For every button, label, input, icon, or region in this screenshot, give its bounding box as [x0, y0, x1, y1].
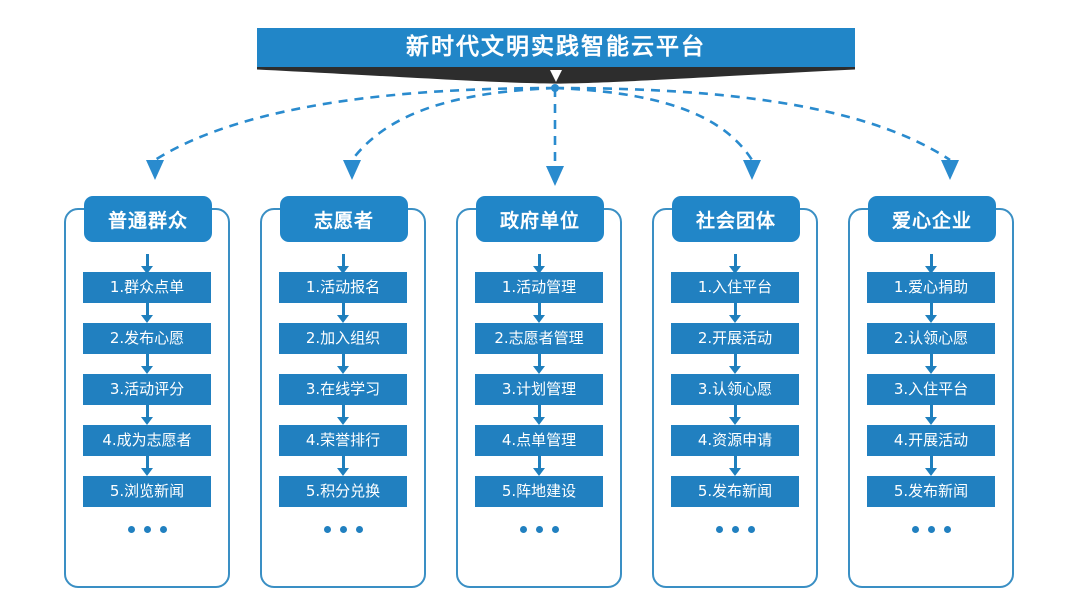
column-social-group: 社会团体 1.入住平台 2.开展活动 3.认领心愿 4.资源申请 5.发布新闻 [652, 196, 820, 596]
arrow-down-icon [336, 405, 350, 425]
arrow-down-icon [532, 405, 546, 425]
ellipsis-dots-icon [911, 526, 951, 533]
arrow-down-icon [140, 254, 154, 274]
arrow-down-icon [336, 456, 350, 476]
column-steps-social-group: 1.入住平台 2.开展活动 3.认领心愿 4.资源申请 5.发布新闻 [652, 254, 818, 533]
arrow-down-icon [924, 456, 938, 476]
column-steps-enterprise: 1.爱心捐助 2.认领心愿 3.入住平台 4.开展活动 5.发布新闻 [848, 254, 1014, 533]
arrow-down-icon [140, 456, 154, 476]
ellipsis-dots-icon [323, 526, 363, 533]
arrow-down-icon [728, 254, 742, 274]
arrow-down-icon [924, 405, 938, 425]
step-item[interactable]: 1.爱心捐助 [867, 272, 995, 303]
arrow-down-icon [336, 354, 350, 374]
column-steps-government: 1.活动管理 2.志愿者管理 3.计划管理 4.点单管理 5.阵地建设 [456, 254, 622, 533]
column-header-social-group[interactable]: 社会团体 [672, 196, 800, 242]
step-item[interactable]: 1.活动报名 [279, 272, 407, 303]
step-item[interactable]: 1.群众点单 [83, 272, 211, 303]
step-item[interactable]: 2.志愿者管理 [475, 323, 603, 354]
step-item[interactable]: 4.资源申请 [671, 425, 799, 456]
step-item[interactable]: 5.积分兑换 [279, 476, 407, 507]
column-government: 政府单位 1.活动管理 2.志愿者管理 3.计划管理 4.点单管理 5.阵地建设 [456, 196, 624, 596]
column-header-public[interactable]: 普通群众 [84, 196, 212, 242]
step-item[interactable]: 5.发布新闻 [671, 476, 799, 507]
arrow-down-icon [532, 254, 546, 274]
step-item[interactable]: 3.认领心愿 [671, 374, 799, 405]
step-item[interactable]: 4.开展活动 [867, 425, 995, 456]
ellipsis-dots-icon [519, 526, 559, 533]
step-item[interactable]: 1.入住平台 [671, 272, 799, 303]
arrow-down-icon [532, 354, 546, 374]
column-public: 普通群众 1.群众点单 2.发布心愿 3.活动评分 4.成为志愿者 5.浏览新闻 [64, 196, 232, 596]
arrow-down-icon [140, 405, 154, 425]
arrow-down-icon [924, 254, 938, 274]
column-header-enterprise[interactable]: 爱心企业 [868, 196, 996, 242]
column-header-government[interactable]: 政府单位 [476, 196, 604, 242]
arrow-down-icon [140, 354, 154, 374]
arrow-down-icon [336, 303, 350, 323]
step-item[interactable]: 5.发布新闻 [867, 476, 995, 507]
chevron-down-icon [550, 70, 562, 82]
step-item[interactable]: 2.发布心愿 [83, 323, 211, 354]
step-item[interactable]: 4.荣誉排行 [279, 425, 407, 456]
column-enterprise: 爱心企业 1.爱心捐助 2.认领心愿 3.入住平台 4.开展活动 5.发布新闻 [848, 196, 1016, 596]
arrow-down-icon [336, 254, 350, 274]
step-item[interactable]: 1.活动管理 [475, 272, 603, 303]
arrow-down-icon [728, 303, 742, 323]
column-header-volunteer[interactable]: 志愿者 [280, 196, 408, 242]
step-item[interactable]: 3.计划管理 [475, 374, 603, 405]
arrow-down-icon [728, 456, 742, 476]
step-item[interactable]: 3.在线学习 [279, 374, 407, 405]
platform-title-banner: 新时代文明实践智能云平台 [257, 28, 855, 67]
step-item[interactable]: 5.浏览新闻 [83, 476, 211, 507]
step-item[interactable]: 2.认领心愿 [867, 323, 995, 354]
step-item[interactable]: 3.活动评分 [83, 374, 211, 405]
ellipsis-dots-icon [127, 526, 167, 533]
step-item[interactable]: 2.加入组织 [279, 323, 407, 354]
arrow-down-icon [924, 303, 938, 323]
column-steps-public: 1.群众点单 2.发布心愿 3.活动评分 4.成为志愿者 5.浏览新闻 [64, 254, 230, 533]
role-columns: 普通群众 1.群众点单 2.发布心愿 3.活动评分 4.成为志愿者 5.浏览新闻 [0, 196, 1080, 596]
step-item[interactable]: 5.阵地建设 [475, 476, 603, 507]
column-volunteer: 志愿者 1.活动报名 2.加入组织 3.在线学习 4.荣誉排行 5.积分兑换 [260, 196, 428, 596]
column-steps-volunteer: 1.活动报名 2.加入组织 3.在线学习 4.荣誉排行 5.积分兑换 [260, 254, 426, 533]
step-item[interactable]: 4.点单管理 [475, 425, 603, 456]
arrow-down-icon [924, 354, 938, 374]
step-item[interactable]: 2.开展活动 [671, 323, 799, 354]
arrow-down-icon [532, 456, 546, 476]
page-title: 新时代文明实践智能云平台 [406, 34, 706, 60]
step-item[interactable]: 3.入住平台 [867, 374, 995, 405]
step-item[interactable]: 4.成为志愿者 [83, 425, 211, 456]
arrow-down-icon [728, 354, 742, 374]
arrow-down-icon [728, 405, 742, 425]
arrow-down-icon [532, 303, 546, 323]
arrow-down-icon [140, 303, 154, 323]
ellipsis-dots-icon [715, 526, 755, 533]
